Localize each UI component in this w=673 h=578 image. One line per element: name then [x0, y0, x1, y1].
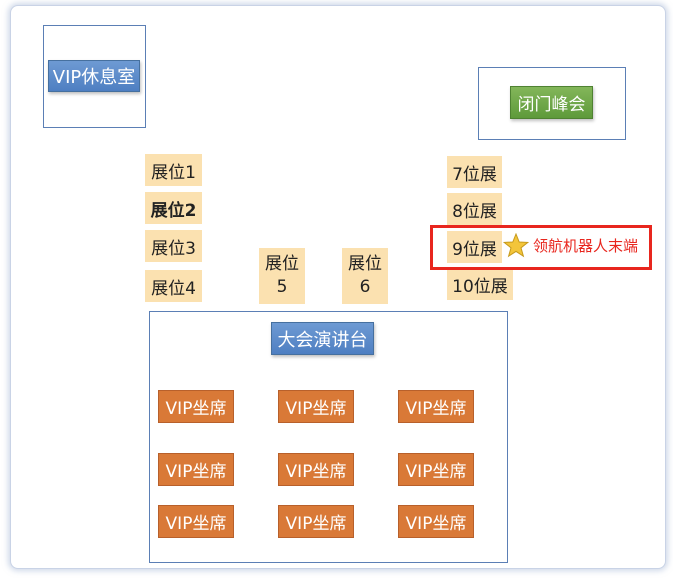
booth-2: 展位2 [145, 192, 202, 224]
vip-lounge-label: VIP休息室 [48, 60, 140, 92]
highlight-note: 领航机器人末端 [533, 237, 639, 255]
booth-9-highlight [430, 225, 652, 270]
booth-6-line1: 展位 [348, 254, 382, 274]
stage-hall [149, 311, 508, 563]
closed-summit-room [478, 67, 626, 140]
booth-10: 10位展 [447, 268, 513, 300]
vip-seat: VIP坐席 [398, 390, 474, 423]
vip-seat: VIP坐席 [158, 390, 234, 423]
vip-seat: VIP坐席 [158, 505, 234, 538]
stage-label: 大会演讲台 [271, 322, 374, 355]
booth-5-line1: 展位 [265, 254, 299, 274]
booth-1: 展位1 [145, 154, 202, 186]
star-icon [503, 233, 529, 258]
booth-6-line2: 6 [359, 277, 371, 297]
vip-seat: VIP坐席 [398, 453, 474, 486]
booth-4: 展位4 [145, 270, 202, 302]
booth-3: 展位3 [145, 230, 202, 262]
vip-seat: VIP坐席 [278, 390, 354, 423]
vip-seat: VIP坐席 [158, 453, 234, 486]
vip-seat: VIP坐席 [278, 505, 354, 538]
closed-summit-label: 闭门峰会 [510, 86, 593, 119]
booth-9: 9位展 [447, 231, 502, 263]
vip-seat: VIP坐席 [278, 453, 354, 486]
booth-6: 展位 6 [342, 248, 388, 304]
booth-8: 8位展 [447, 193, 502, 225]
booth-7: 7位展 [447, 156, 502, 188]
vip-lounge-room [43, 25, 146, 128]
vip-seat: VIP坐席 [398, 505, 474, 538]
booth-5-line2: 5 [276, 277, 288, 297]
booth-5: 展位 5 [259, 248, 305, 304]
